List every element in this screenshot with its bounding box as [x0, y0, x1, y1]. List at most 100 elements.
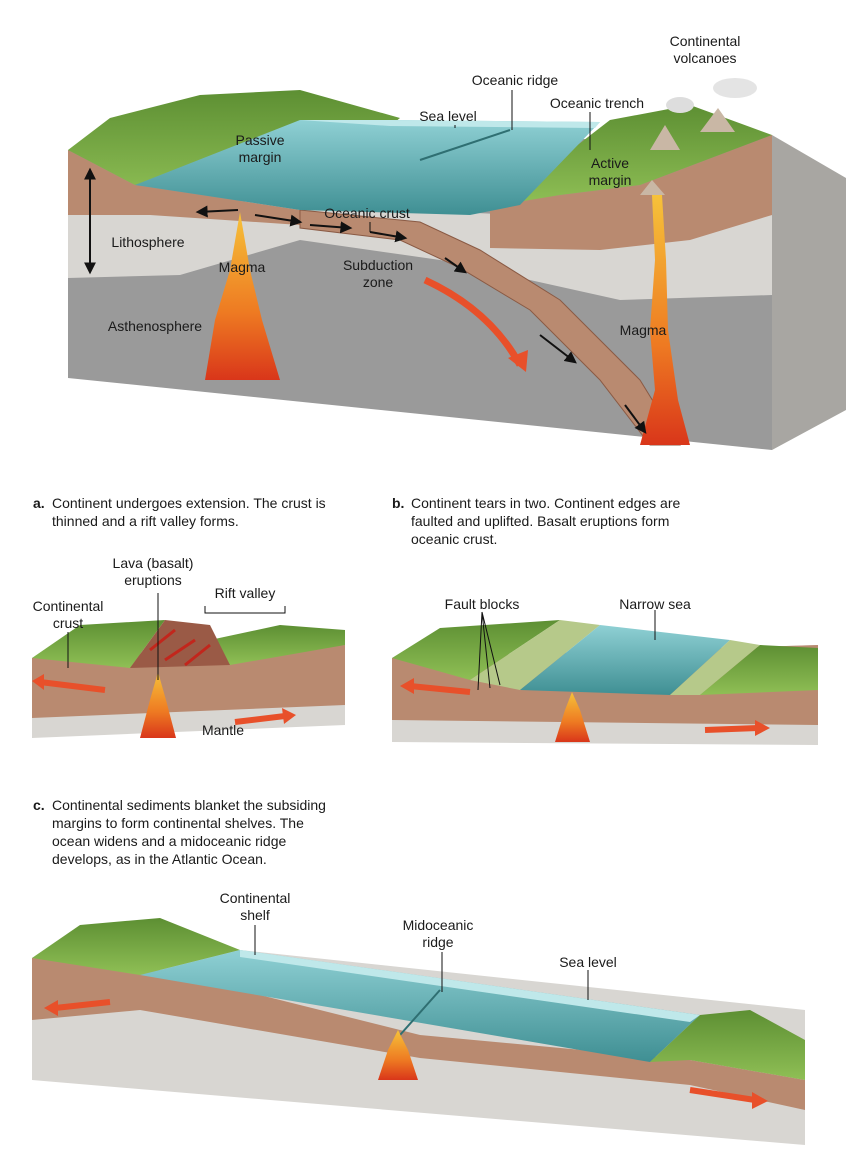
- panel-c-letter: c.: [33, 797, 45, 813]
- passive-margin-label-1: Passive: [235, 132, 284, 148]
- panel-a-letter: a.: [33, 495, 45, 511]
- panel-a-left-arrow-head: [32, 674, 44, 690]
- panel-a-lava-label-1: Lava (basalt): [113, 555, 194, 571]
- panel-b-caption-line-2: faulted and uplifted. Basalt eruptions f…: [411, 513, 669, 529]
- volcano-smoke-1: [666, 97, 694, 113]
- subduction-direction-arrow: [423, 276, 524, 367]
- ridge-arrow-left: [195, 205, 239, 218]
- volcano-1: [650, 125, 680, 150]
- oceanic-trench-label: Oceanic trench: [550, 95, 644, 111]
- panel-c-ocean: [140, 950, 700, 1062]
- magma-left-label: Magma: [219, 259, 266, 275]
- panel-b-right-shoulder: [670, 640, 760, 695]
- panel-c-crust: [32, 958, 805, 1110]
- panel-c-midoceanic-ridge-label-1: Midoceanic: [403, 917, 474, 933]
- panel-c-magma: [378, 1030, 418, 1080]
- oceanic-ridge-label: Oceanic ridge: [472, 72, 559, 88]
- active-margin-label-2: margin: [589, 172, 632, 188]
- sea-surface-highlight: [300, 120, 600, 128]
- panel-c-right-land: [650, 1010, 805, 1080]
- oceanic-ridge-crest: [419, 129, 511, 161]
- subduction-zone-label-1: Subduction: [343, 257, 413, 273]
- left-continental-crust: [68, 150, 300, 225]
- panel-b-right-land: [700, 645, 818, 695]
- subduction-arrow-head: [508, 350, 528, 372]
- panel-b-right-arrow: [704, 725, 759, 733]
- plate-arrow-6: [624, 404, 647, 434]
- panel-a-left-arrow: [39, 679, 106, 693]
- oceanic-crust-label: Oceanic crust: [324, 205, 410, 221]
- panel-a-continental-crust-label-1: Continental: [33, 598, 104, 614]
- top-block-diagram: Continental volcanoes Oceanic ridge Ocea…: [68, 33, 846, 450]
- panel-b-caption-line-1: Continent tears in two. Continent edges …: [411, 495, 680, 511]
- panel-b-left-shoulder: [470, 620, 600, 690]
- panel-c-right-arrow: [689, 1087, 756, 1103]
- panel-a-lava-streaks: [149, 628, 211, 667]
- left-magma-plume: [205, 212, 280, 380]
- panel-a-rift-bracket: [204, 606, 286, 614]
- panel-b-fault-blocks-leaders: [477, 611, 501, 691]
- panel-c-caption-line-2: margins to form continental shelves. The: [52, 815, 304, 831]
- plate-arrow-2: [309, 221, 353, 234]
- panel-c: c. Continental sediments blanket the sub…: [32, 797, 805, 1145]
- subduction-zone-label-2: zone: [363, 274, 394, 290]
- panel-b-left-arrow: [409, 683, 471, 695]
- continental-volcanoes-label-2: volcanoes: [673, 50, 736, 66]
- panel-a: a. Continent undergoes extension. The cr…: [32, 495, 345, 738]
- panel-b-fault-blocks-label: Fault blocks: [445, 596, 520, 612]
- panel-a-right-land: [210, 625, 345, 665]
- volcano-2: [700, 108, 735, 132]
- passive-margin-label-2: margin: [239, 149, 282, 165]
- panel-b-magma: [555, 692, 590, 742]
- panel-a-lava-label-2: eruptions: [124, 572, 182, 588]
- panel-b-left-arrow-head: [400, 678, 414, 694]
- panel-b: b. Continent tears in two. Continent edg…: [392, 495, 818, 745]
- panel-b-letter: b.: [392, 495, 404, 511]
- panel-a-magma: [140, 672, 176, 738]
- panel-c-caption-line-3: ocean widens and a midoceanic ridge: [52, 833, 286, 849]
- panel-b-right-arrow-head: [755, 720, 770, 736]
- plate-arrow-3: [369, 230, 408, 243]
- panel-c-caption-line-1: Continental sediments blanket the subsid…: [52, 797, 326, 813]
- panel-c-left-arrow: [54, 999, 111, 1011]
- panel-c-sea-surface: [240, 950, 700, 1022]
- right-continental-crust: [490, 135, 772, 250]
- panel-b-narrow-sea: [520, 625, 730, 695]
- panel-c-ridge-crest: [399, 989, 441, 1036]
- plate-arrow-4: [444, 257, 467, 274]
- plate-arrow-5: [539, 334, 577, 364]
- panel-c-left-arrow-head: [44, 1000, 58, 1016]
- panel-a-continental-crust-label-2: crust: [53, 615, 83, 631]
- right-magma-column: [640, 195, 690, 445]
- panel-a-rift-valley-label: Rift valley: [215, 585, 276, 601]
- lithosphere-label: Lithosphere: [111, 234, 184, 250]
- panel-c-right-arrow-head: [752, 1092, 768, 1109]
- magma-right-label: Magma: [620, 322, 667, 338]
- panel-b-narrow-sea-label: Narrow sea: [619, 596, 691, 612]
- continental-volcanoes-label-1: Continental: [670, 33, 741, 49]
- panel-b-left-land: [392, 620, 560, 680]
- panel-b-caption-line-3: oceanic crust.: [411, 531, 497, 547]
- panel-a-left-land: [32, 620, 165, 668]
- block-side-face: [772, 135, 846, 450]
- asthenosphere-label: Asthenosphere: [108, 318, 202, 334]
- panel-a-caption-line-1: Continent undergoes extension. The crust…: [52, 495, 326, 511]
- panel-a-right-arrow: [234, 713, 286, 725]
- volcano-smoke-2: [713, 78, 757, 98]
- plate-arrow-1: [254, 214, 303, 227]
- panel-c-sea-level-label: Sea level: [559, 954, 617, 970]
- active-margin-label-1: Active: [591, 155, 629, 171]
- panel-c-left-land: [32, 918, 240, 975]
- panel-a-right-arrow-head: [282, 708, 296, 724]
- volcano-3: [640, 180, 665, 195]
- sea-level-label: Sea level: [419, 108, 477, 124]
- panel-c-midoceanic-ridge-label-2: ridge: [422, 934, 453, 950]
- panel-c-continental-shelf-label-2: shelf: [240, 907, 270, 923]
- panel-c-continental-shelf-label-1: Continental: [220, 890, 291, 906]
- panel-c-caption-line-4: develops, as in the Atlantic Ocean.: [52, 851, 267, 867]
- panel-a-rift-floor: [130, 620, 230, 668]
- panel-a-mantle-label: Mantle: [202, 722, 244, 738]
- panel-a-caption-line-2: thinned and a rift valley forms.: [52, 513, 239, 529]
- ocean-surface: [135, 120, 600, 215]
